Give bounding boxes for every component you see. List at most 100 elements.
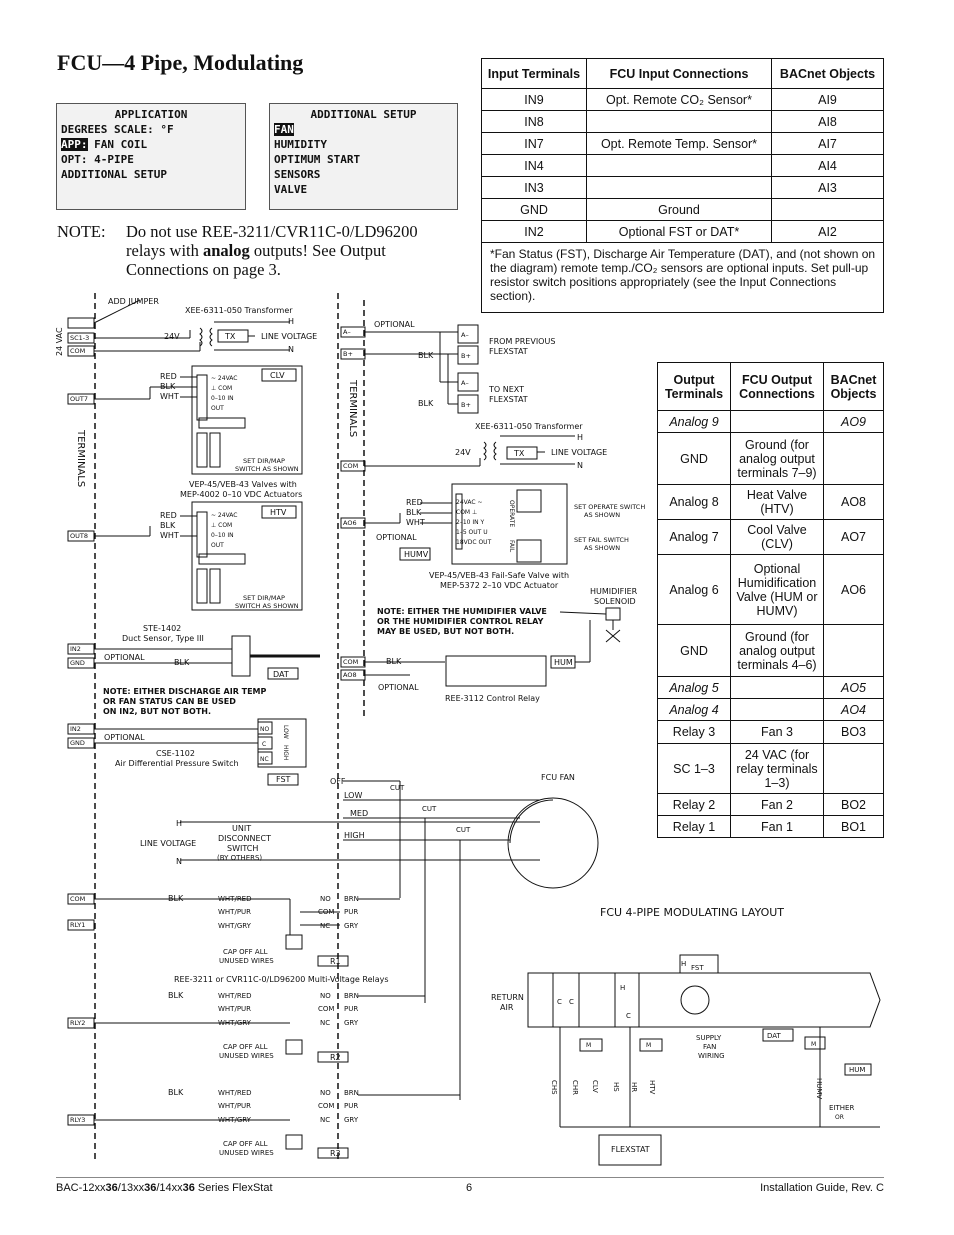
wire-wht: WHT — [160, 392, 179, 401]
label-optional: OPTIONAL — [376, 533, 417, 542]
lcd-line: DEGREES SCALE: °F — [61, 123, 174, 136]
label-010: 0–10 IN — [211, 395, 234, 402]
terminal-a-minus: A– — [343, 328, 351, 336]
terminal-com: COM — [70, 347, 85, 355]
wire-blk: BLK — [418, 351, 434, 360]
footer-text: Series FlexStat — [194, 1182, 273, 1194]
wire-blk: BLK — [168, 894, 184, 903]
table-cell: Ground — [586, 198, 772, 221]
label-act-18: 18VDC OUT — [456, 539, 492, 546]
label-com: COM — [318, 1005, 334, 1013]
lcd-line: OPT: 4-PIPE — [61, 153, 134, 166]
label-off: OFF — [330, 777, 346, 786]
lcd-line: OPTIMUM START — [274, 153, 361, 166]
label-b: B+ — [461, 352, 471, 360]
label-from-prev: FROM PREVIOUS — [489, 337, 555, 346]
label-either: EITHER — [829, 1104, 854, 1112]
wire-wht-gry: WHT/GRY — [218, 1116, 252, 1124]
label-h: H — [620, 984, 625, 992]
footer-divider — [56, 1177, 884, 1178]
label-high-speed: HIGH — [344, 831, 365, 840]
label-mep5372: MEP-5372 2–10 VDC Actuator — [440, 581, 559, 590]
label-ree3211: REE-3211 or CVR11C-0/LD96200 Multi-Volta… — [174, 975, 389, 984]
footer-text: /14xx — [156, 1182, 183, 1194]
wire-blk: BLK — [406, 508, 422, 517]
wire-gry: GRY — [344, 1019, 359, 1027]
label-unused: UNUSED WIRES — [219, 1052, 274, 1060]
footer-left: BAC-12xx36/13xx36/14xx36 Series FlexStat — [56, 1182, 273, 1194]
table-cell: 24 VAC (for relay terminals 1–3) — [730, 743, 824, 794]
table-cell: Opt. Remote CO₂ Sensor* — [586, 88, 772, 111]
wire-wht: WHT — [406, 518, 425, 527]
terminal-gnd: GND — [70, 659, 85, 667]
note-dat-2: OR FAN STATUS CAN BE USED — [103, 697, 236, 706]
label-h: H — [176, 819, 182, 828]
table-cell: AI7 — [771, 132, 884, 155]
table-cell: GND — [657, 624, 731, 677]
wire-pur: PUR — [344, 908, 358, 916]
footer-right: Installation Guide, Rev. C — [760, 1182, 884, 1194]
wire-blk: BLK — [174, 658, 190, 667]
label-terminals-left: TERMINALS — [75, 429, 86, 487]
label-b: B+ — [461, 401, 471, 409]
terminal-gnd-b: GND — [70, 739, 85, 747]
wire-blk: BLK — [160, 521, 176, 530]
label-dat: DAT — [767, 1032, 782, 1040]
table-header: FCU Input Connections — [586, 58, 772, 89]
label-n: N — [577, 461, 583, 470]
label-fail: FAIL — [508, 540, 515, 553]
label-cap-off: CAP OFF ALL — [223, 1140, 268, 1148]
label-flexstat: FLEXSTAT — [489, 395, 528, 404]
footer-text: BAC-12xx — [56, 1182, 106, 1194]
wire-blk: BLK — [168, 991, 184, 1000]
terminal-sc13: SC1-3 — [70, 334, 89, 342]
table-header: FCU Output Connections — [730, 362, 824, 411]
label-fcu-fan: FCU FAN — [541, 773, 575, 782]
footer-bold: 36 — [144, 1182, 157, 1194]
lcd-highlight: APP: — [61, 138, 88, 151]
label-r2: R2 — [330, 1053, 341, 1062]
table-cell: Analog 8 — [657, 484, 731, 520]
label-set-dir: SET DIR/MAP — [243, 594, 285, 602]
label-nc: NC — [320, 1116, 330, 1124]
label-transformer: XEE-6311-050 Transformer — [185, 306, 293, 315]
label-or: OR — [835, 1114, 844, 1121]
wire-wht-pur: WHT/PUR — [218, 908, 251, 916]
label-m: M — [646, 1042, 651, 1049]
table-header: Output Terminals — [657, 362, 731, 411]
label-mep4002: MEP-4002 0–10 VDC Actuators — [180, 490, 302, 499]
lcd-additional-setup-screen: ADDITIONAL SETUP FAN HUMIDITY OPTIMUM ST… — [269, 103, 458, 210]
wire-brn: BRN — [344, 1089, 359, 1097]
label-air: AIR — [500, 1003, 514, 1012]
table-cell: Optional Humidification Valve (HUM or HU… — [730, 554, 824, 625]
page-number: 6 — [466, 1182, 473, 1194]
label-high: HIGH — [282, 745, 289, 760]
label-ste1402: STE-1402 — [143, 624, 181, 633]
label-cut: CUT — [390, 784, 405, 792]
lcd-line: SENSORS — [274, 168, 321, 181]
label-h: H — [288, 317, 294, 326]
label-switch-shown: SWITCH AS SHOWN — [235, 465, 299, 473]
label-optional: OPTIONAL — [378, 683, 419, 692]
wire-wht-gry: WHT/GRY — [218, 922, 252, 930]
label-24vac: 24 VAC — [55, 327, 64, 356]
table-cell: AO8 — [823, 484, 884, 520]
label-as-shown: AS SHOWN — [584, 544, 620, 552]
wire-wht-gry: WHT/GRY — [218, 1019, 252, 1027]
label-duct-sensor: Duct Sensor, Type III — [122, 634, 204, 643]
label-c: C — [262, 741, 266, 748]
label-optional: OPTIONAL — [374, 320, 415, 329]
label-hr: HR — [630, 1082, 638, 1092]
lcd-text: FAN COIL — [87, 138, 148, 151]
wire-wht: WHT — [160, 531, 179, 540]
